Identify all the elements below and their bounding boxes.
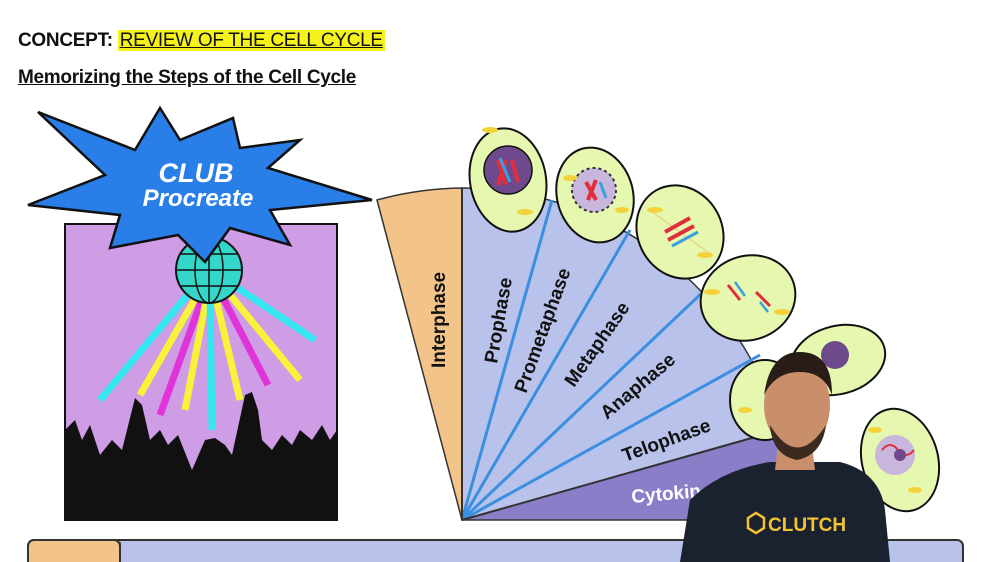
cell-prophase (468, 127, 548, 233)
club-line2: Procreate (143, 185, 254, 212)
light-beams (97, 277, 317, 431)
concept-prefix: CONCEPT: (18, 30, 113, 51)
label-interphase: Interphase (429, 272, 450, 368)
subtitle: Memorizing the Steps of the Cell Cycle (18, 67, 357, 88)
cell-cycle-fan: Interphase Prophase Prometaphase Metapha… (376, 187, 795, 522)
concept-heading: CONCEPT: REVIEW OF THE CELL CYCLE (18, 30, 385, 52)
cell-anaphase (699, 254, 797, 342)
cell-prometaphase (555, 146, 635, 244)
clutch-logo-text: CLUTCH (768, 515, 846, 536)
presenter-video: CLUTCH (680, 352, 890, 562)
cell-daughter (859, 407, 941, 513)
cell-illustrations (468, 127, 941, 513)
club-illustration (64, 223, 338, 521)
club-line1: CLUB (159, 158, 234, 188)
clutch-logo: CLUTCH (746, 511, 846, 536)
club-starburst: CLUB Procreate (27, 105, 373, 264)
cell-metaphase (635, 184, 725, 280)
crowd-silhouette (65, 392, 337, 520)
phase-dividers (460, 199, 761, 522)
concept-title: REVIEW OF THE CELL CYCLE (117, 30, 385, 51)
